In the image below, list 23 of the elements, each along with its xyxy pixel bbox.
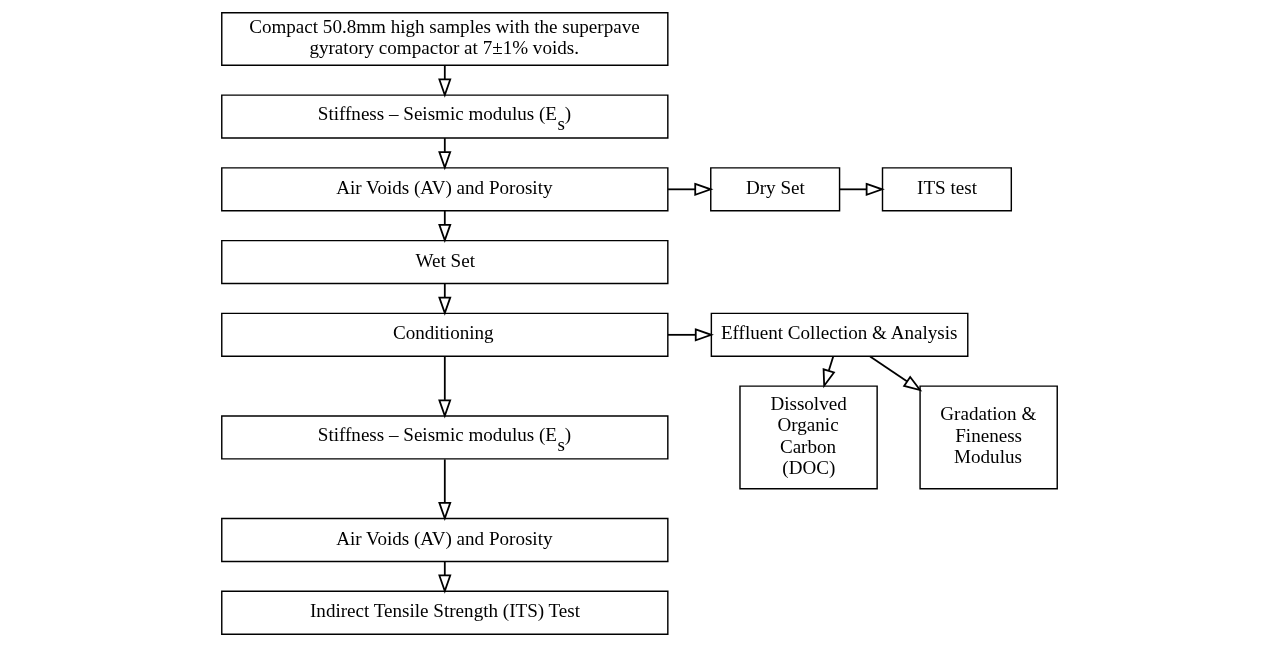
arrow [437, 458, 451, 522]
arrow [838, 182, 885, 196]
node-box: Gradation & Fineness Modulus [918, 385, 1058, 490]
arrow [437, 560, 451, 594]
arrow [437, 282, 451, 316]
arrow [868, 355, 922, 392]
node-box: Compact 50.8mm high samples with the superpave gyratory compactor at 7±1% voids. [220, 12, 669, 66]
node-box: Indirect Tensile Strength (ITS) Test [220, 590, 669, 635]
arrow [666, 182, 713, 196]
node-box: Effluent Collection & Analysis [710, 312, 968, 357]
node-box: Air Voids (AV) and Porosity [220, 167, 669, 212]
arrow [437, 64, 451, 98]
arrow [437, 355, 451, 419]
node-box: Dry Set [709, 167, 840, 212]
node-box: Air Voids (AV) and Porosity [220, 517, 669, 563]
arrow [437, 137, 451, 171]
arrow [437, 210, 451, 244]
node-box: Wet Set [220, 239, 669, 285]
node-box: ITS test [881, 167, 1012, 212]
arrow [666, 328, 714, 342]
node-box: Dissolved Organic Carbon (DOC) [738, 385, 878, 490]
node-box: Conditioning [220, 312, 669, 357]
arrow [822, 355, 835, 389]
